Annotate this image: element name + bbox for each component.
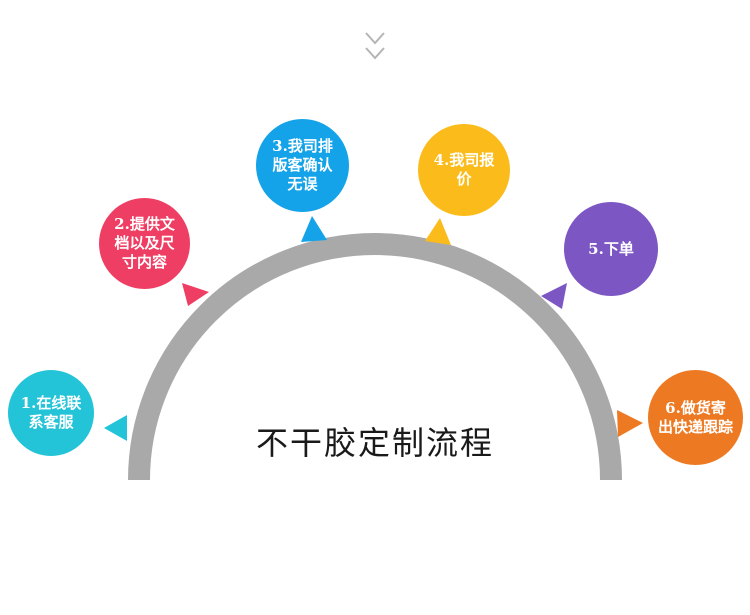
process-arc [128, 233, 622, 481]
step-1-pointer [104, 415, 127, 441]
diagram-title: 不干胶定制流程 [255, 424, 494, 462]
step-2-label: 2.提供文档以及尺寸内容 [114, 215, 175, 271]
step-1-circle: 1.在线联系客服 [8, 370, 94, 456]
step-4-pointer [425, 218, 451, 245]
step-3-circle: 3.我司排版客确认无误 [256, 119, 349, 212]
step-2-circle: 2.提供文档以及尺寸内容 [99, 198, 190, 289]
step-3-pointer [301, 216, 327, 242]
step-5-label: 5.下单 [588, 239, 634, 258]
step-5-circle: 5.下单 [564, 202, 658, 296]
step-1-label: 1.在线联系客服 [20, 394, 82, 431]
scroll-down-chevron-icon [365, 32, 385, 60]
step-6-pointer [617, 410, 643, 437]
step-6-circle: 6.做货寄出快递跟踪 [648, 370, 743, 465]
step-5-pointer [541, 283, 567, 309]
step-4-label: 4.我司报价 [433, 151, 495, 188]
step-4-circle: 4.我司报价 [418, 124, 510, 216]
step-3-label: 3.我司排版客确认无误 [272, 137, 333, 193]
step-2-pointer [182, 283, 209, 306]
step-6-label: 6.做货寄出快递跟踪 [658, 398, 734, 436]
